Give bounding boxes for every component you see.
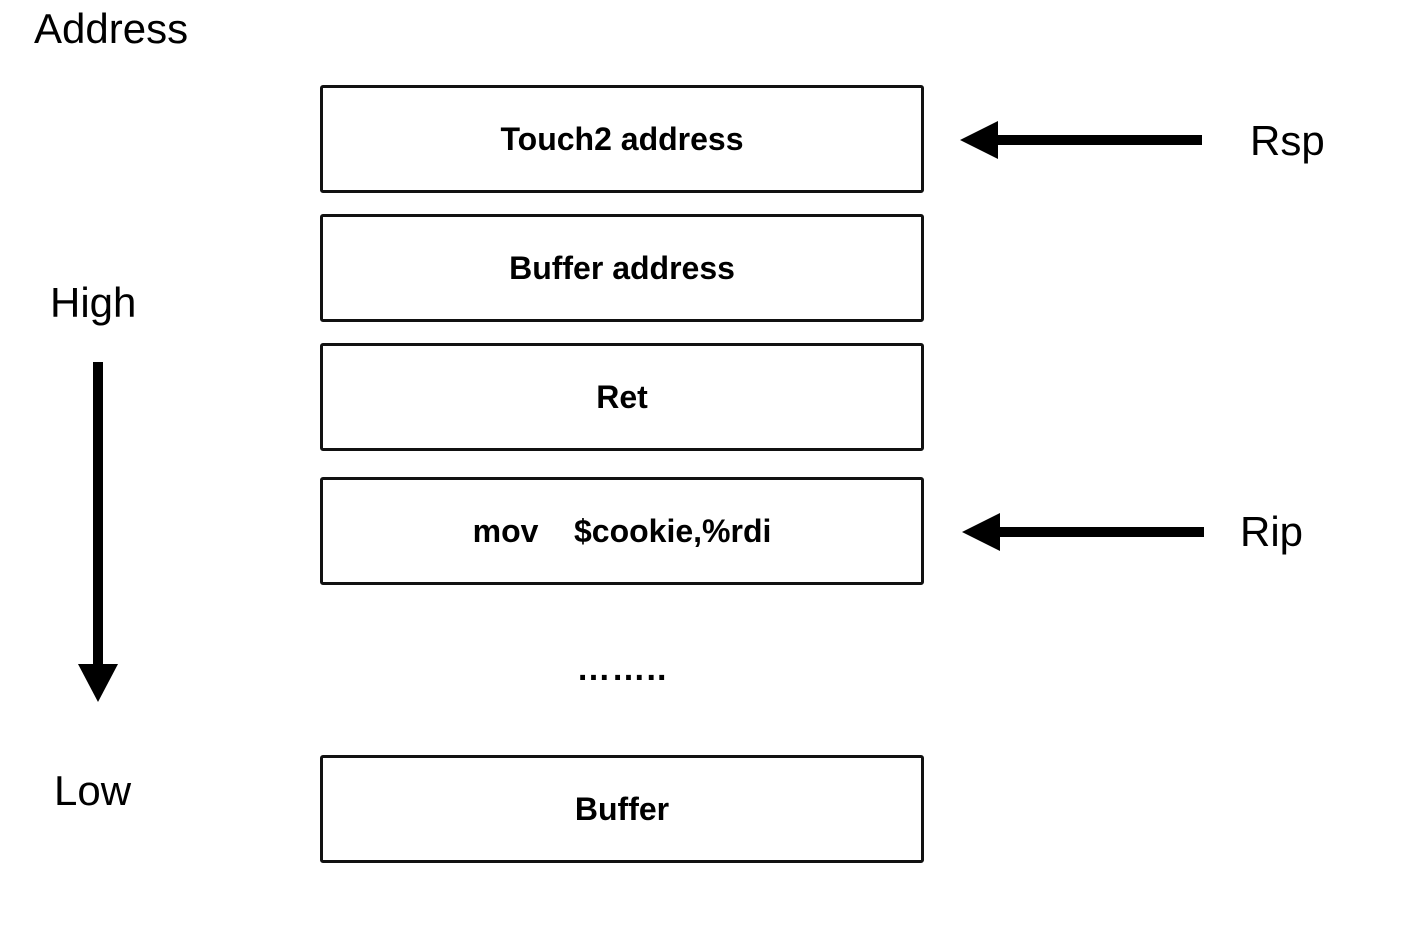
- stack-ellipsis: ……..: [576, 650, 668, 688]
- arrow-left-icon: [960, 121, 1202, 159]
- stack-cell-buffer-address: Buffer address: [320, 214, 924, 322]
- high-label: High: [50, 279, 137, 326]
- stack-cell-mov-instruction: mov $cookie,%rdi: [320, 477, 924, 585]
- low-label: Low: [54, 767, 132, 814]
- stack-cell-label: Buffer address: [509, 250, 735, 286]
- stack-cell-buffer: Buffer: [320, 755, 924, 863]
- arrow-left-icon: [962, 513, 1204, 551]
- stack-cell-label: Buffer: [574, 791, 670, 827]
- stack-cell-label: Ret: [596, 379, 648, 415]
- stack-cell-ret: Ret: [320, 343, 924, 451]
- stack-cell-label: Touch2 address: [500, 121, 744, 157]
- rsp-pointer-label: Rsp: [1250, 117, 1325, 164]
- stack-cell-touch2-address: Touch2 address: [320, 85, 924, 193]
- stack-cell-label: mov $cookie,%rdi: [472, 513, 772, 549]
- rip-pointer-label: Rip: [1240, 508, 1304, 555]
- arrow-down-icon: [78, 362, 118, 702]
- address-axis-title: Address: [34, 5, 189, 52]
